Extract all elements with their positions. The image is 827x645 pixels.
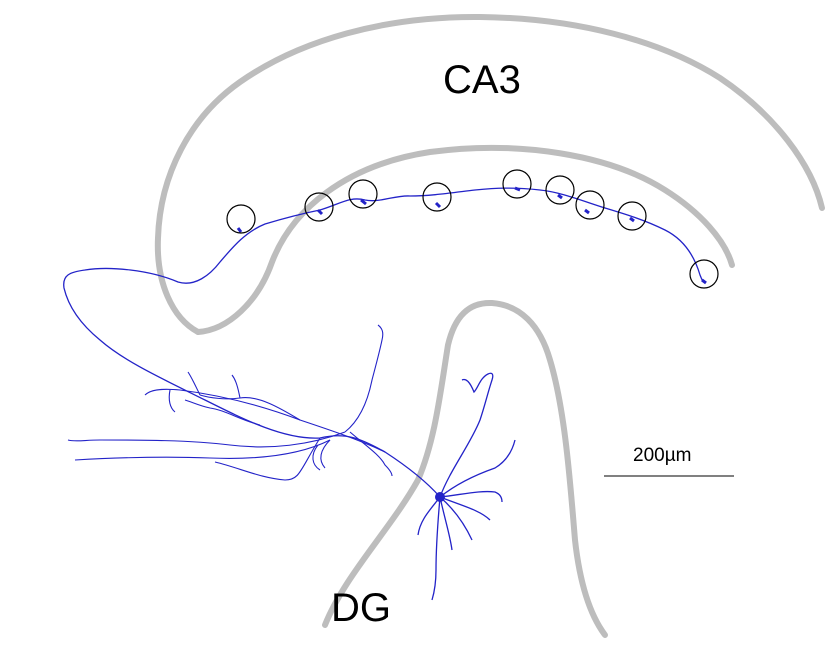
soma bbox=[435, 492, 445, 502]
dg-outline bbox=[322, 299, 608, 638]
hilar-collaterals bbox=[67, 324, 393, 481]
bouton-circles bbox=[226, 169, 719, 289]
bouton-6 bbox=[557, 193, 563, 200]
bouton-circle-5 bbox=[502, 169, 532, 199]
dendritic-tree bbox=[417, 372, 516, 601]
bouton-2 bbox=[316, 208, 324, 216]
bouton-circle-6 bbox=[545, 175, 575, 205]
bouton-circle-2 bbox=[304, 192, 334, 222]
region-label-dg: DG bbox=[331, 586, 391, 630]
scale-bar-label: 200µm bbox=[633, 445, 692, 466]
bouton-circle-7 bbox=[575, 190, 605, 220]
bouton-circle-9 bbox=[689, 259, 719, 289]
bouton-circle-1 bbox=[226, 204, 256, 234]
bouton-7 bbox=[584, 208, 590, 215]
bouton-circle-8 bbox=[617, 201, 647, 231]
bouton-5 bbox=[514, 186, 521, 192]
bouton-circle-4 bbox=[422, 182, 452, 212]
bouton-9 bbox=[701, 278, 707, 285]
region-label-ca3: CA3 bbox=[443, 58, 521, 102]
bouton-3 bbox=[360, 198, 367, 206]
bouton-4 bbox=[434, 201, 442, 209]
bouton-1 bbox=[236, 227, 243, 233]
ca3-outer-outline bbox=[154, 13, 825, 335]
bouton-circle-3 bbox=[348, 179, 378, 209]
mossy-fiber-axon bbox=[63, 187, 705, 498]
ca3-inner-outline bbox=[195, 144, 735, 335]
bouton-8 bbox=[629, 216, 635, 223]
